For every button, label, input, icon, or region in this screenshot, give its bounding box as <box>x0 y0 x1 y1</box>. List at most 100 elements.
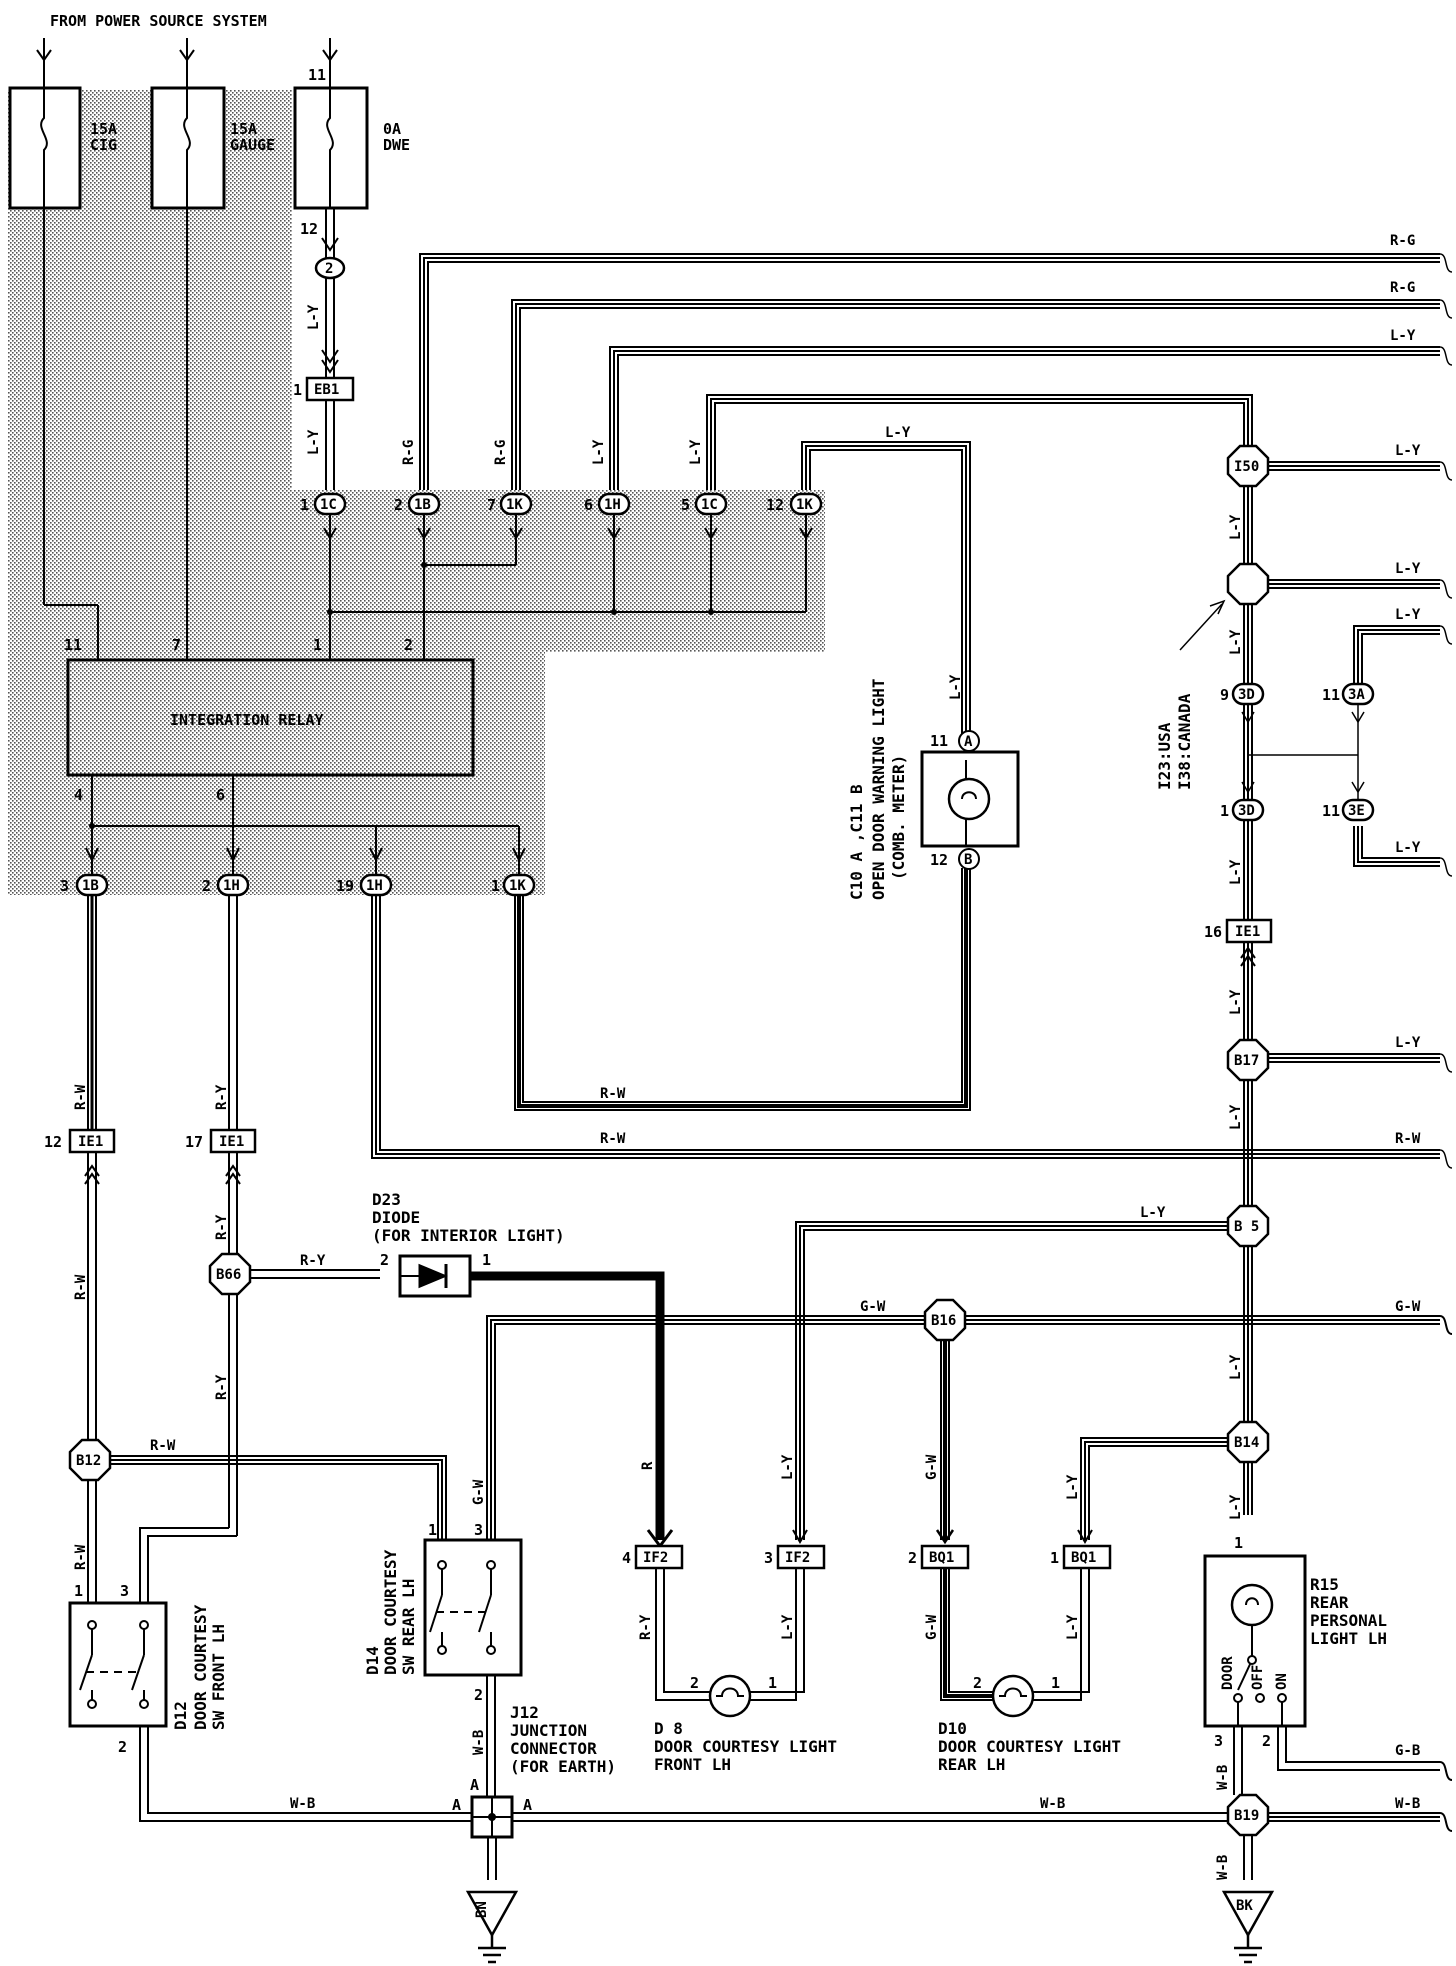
trunk-label-7: L-Y <box>1228 1494 1244 1520</box>
r15-line1: REAR <box>1310 1593 1349 1612</box>
right-trunk <box>1243 475 1253 1515</box>
relay-pin-2: 2 <box>404 636 413 654</box>
conn-3a-pin: 11 <box>1322 686 1340 704</box>
conn-ie1-17 <box>209 1128 257 1154</box>
ie1-right-arrow <box>1240 946 1256 959</box>
d10-code: D10 <box>938 1719 967 1738</box>
conn-ie1-12-label: IE1 <box>78 1134 103 1150</box>
conn-ie1-right-pin: 16 <box>1204 923 1222 941</box>
if2-bq1-shapes <box>634 1544 1112 1570</box>
meter-wire-vertical: L-Y <box>948 674 964 700</box>
lamp-shapes <box>708 1674 1035 1718</box>
diode-note: (FOR INTERIOR LIGHT) <box>372 1226 565 1245</box>
d14-pin3: 3 <box>474 1521 483 1539</box>
fuse-dwe-name: DWE <box>383 136 410 154</box>
top-conn-1k-b: 1K <box>796 497 813 513</box>
wire-wb-left: W-B <box>290 1796 315 1812</box>
top-conn-1c-a: 1C <box>320 497 337 513</box>
wire-gb: G-B <box>1395 1743 1420 1759</box>
trunk-label-3: L-Y <box>1228 859 1244 885</box>
junction-b16: B16 <box>931 1313 956 1329</box>
conn-if2-3: IF2 <box>785 1550 810 1566</box>
wire-rw-long: R-W <box>600 1131 626 1147</box>
bottom-conn-1h-a-pin: 2 <box>202 877 211 895</box>
diode-name: DIODE <box>372 1208 420 1227</box>
j12-line3: (FOR EARTH) <box>510 1757 616 1776</box>
conn-3d-top-pin: 9 <box>1220 686 1229 704</box>
wire-tail-rw <box>1439 1149 1453 1169</box>
diode-pin-out: 1 <box>482 1251 491 1269</box>
r15-pin2: 2 <box>1262 1732 1271 1750</box>
r15-pin1: 1 <box>1234 1534 1243 1552</box>
diode-wire-in: R-Y <box>300 1253 326 1269</box>
j12-code: J12 <box>510 1703 539 1722</box>
d12-line2: SW FRONT LH <box>209 1624 228 1730</box>
junction-b66: B66 <box>216 1267 241 1283</box>
bottom-conn-1b: 1B <box>82 878 99 894</box>
d14-wire-label: G-W <box>471 1479 487 1505</box>
trunk-label-6: L-Y <box>1228 1354 1244 1380</box>
conn-bq1-2: BQ1 <box>929 1550 954 1566</box>
r15-bulb <box>1230 1583 1274 1627</box>
r15-wb-label: W-B <box>1215 1765 1231 1790</box>
d10-pin2: 2 <box>973 1674 982 1692</box>
d14-to-j12 <box>486 1675 496 1797</box>
wire-wb-center: W-B <box>1040 1796 1065 1812</box>
wire-rg-2: R-G <box>1390 280 1415 296</box>
j12-line1: JUNCTION <box>510 1721 587 1740</box>
r15-sw-door: DOOR <box>1220 1656 1236 1690</box>
conn-wire-rg-1b: R-G <box>401 440 417 465</box>
d12-switch-contacts <box>79 1620 149 1709</box>
trunk-label-2: L-Y <box>1228 629 1244 655</box>
bq1-1-wire: L-Y <box>1065 1614 1081 1640</box>
conn-bq1-1: BQ1 <box>1071 1550 1096 1566</box>
b14-to-bq1 <box>1077 1437 1228 1544</box>
bottom-conn-1h-a: 1H <box>223 878 240 894</box>
d14-pin1: 1 <box>428 1521 437 1539</box>
junction-note-arrow <box>1179 603 1223 651</box>
conn-ie1-12-pin: 12 <box>44 1133 62 1151</box>
d14-switch-contacts <box>429 1560 496 1655</box>
right-branch-wires <box>1268 461 1440 1063</box>
relay-top-wires <box>323 514 813 660</box>
comb-meter <box>920 750 1020 848</box>
fuse-dwe-pin-bottom: 12 <box>300 220 318 238</box>
diode-wire-out: R <box>640 1461 656 1470</box>
junction-i50: I50 <box>1234 459 1259 475</box>
j12-a-top: A <box>470 1776 479 1794</box>
conn-if2-4-pin: 4 <box>622 1549 631 1567</box>
d10-line2: REAR LH <box>938 1755 1005 1774</box>
r15-lower-wires <box>1233 1726 1453 1880</box>
ground-bn <box>465 1890 519 1964</box>
d12-pin1: 1 <box>74 1582 83 1600</box>
conn-ie1-12 <box>68 1128 116 1154</box>
r15-code: R15 <box>1310 1575 1339 1594</box>
d8-line1: DOOR COURTESY LIGHT <box>654 1737 837 1756</box>
wire-ly-junction: L-Y <box>1395 561 1421 577</box>
relay-pin-1: 1 <box>313 636 322 654</box>
relay-shaded-area <box>8 90 825 895</box>
trunk-label-4: L-Y <box>1228 989 1244 1015</box>
d14-code: D14 <box>363 1646 382 1675</box>
eb1-wire-label: L-Y <box>306 429 322 455</box>
conn-if2-4: IF2 <box>643 1550 668 1566</box>
wire-tails <box>1439 253 1453 366</box>
fuse-wire-label: L-Y <box>306 304 322 330</box>
bottom-conn-1h-b: 1H <box>366 878 383 894</box>
top-conn-1b-pin: 2 <box>394 496 403 514</box>
top-conn-1c-a-pin: 1 <box>300 496 309 514</box>
fuse-gauge <box>150 86 226 210</box>
top-right-wires <box>419 253 1440 738</box>
d8-pin2: 2 <box>690 1674 699 1692</box>
connector-eb1-label: EB1 <box>314 382 339 398</box>
conn-ie1-17-label: IE1 <box>219 1134 244 1150</box>
left-lower-wires <box>84 1152 447 1620</box>
conn-3d-bottom: 3D <box>1238 803 1255 819</box>
bq1-2-wire: G-W <box>924 1614 940 1640</box>
j12-a-right: A <box>523 1796 532 1814</box>
relay-pin-7: 7 <box>172 636 181 654</box>
d10-pin1: 1 <box>1051 1674 1060 1692</box>
meter-wire-top: L-Y <box>885 425 911 441</box>
top-conn-1h: 1H <box>604 497 621 513</box>
